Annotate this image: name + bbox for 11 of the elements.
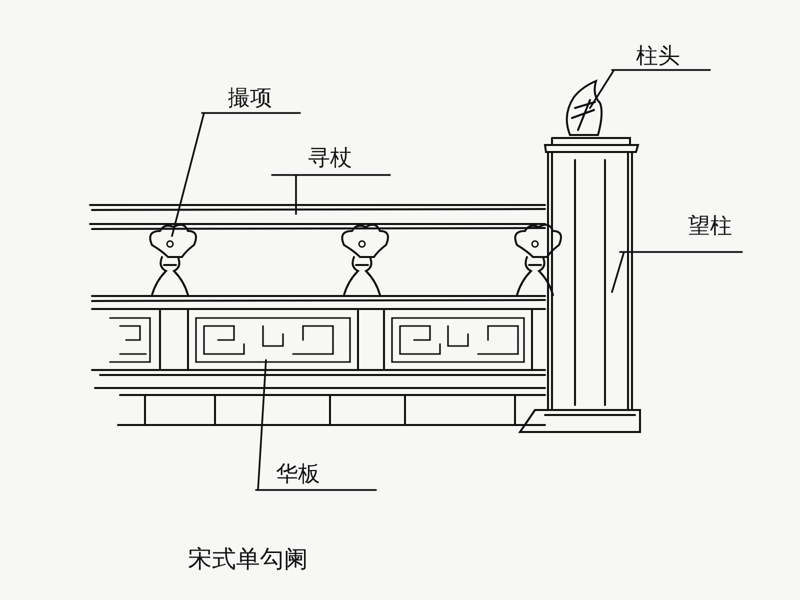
caption: 宋式单勾阑	[188, 546, 308, 572]
part-label: 望柱	[688, 214, 732, 240]
part-label: 撮项	[228, 86, 272, 112]
part-label: 柱头	[636, 44, 680, 70]
leader-line	[271, 174, 391, 215]
leader-line	[611, 251, 743, 293]
part-label: 华板	[276, 462, 320, 488]
leader-line	[255, 359, 377, 491]
part-label: 寻杖	[308, 146, 352, 172]
leader-line	[589, 69, 711, 109]
leader-line	[171, 112, 301, 237]
